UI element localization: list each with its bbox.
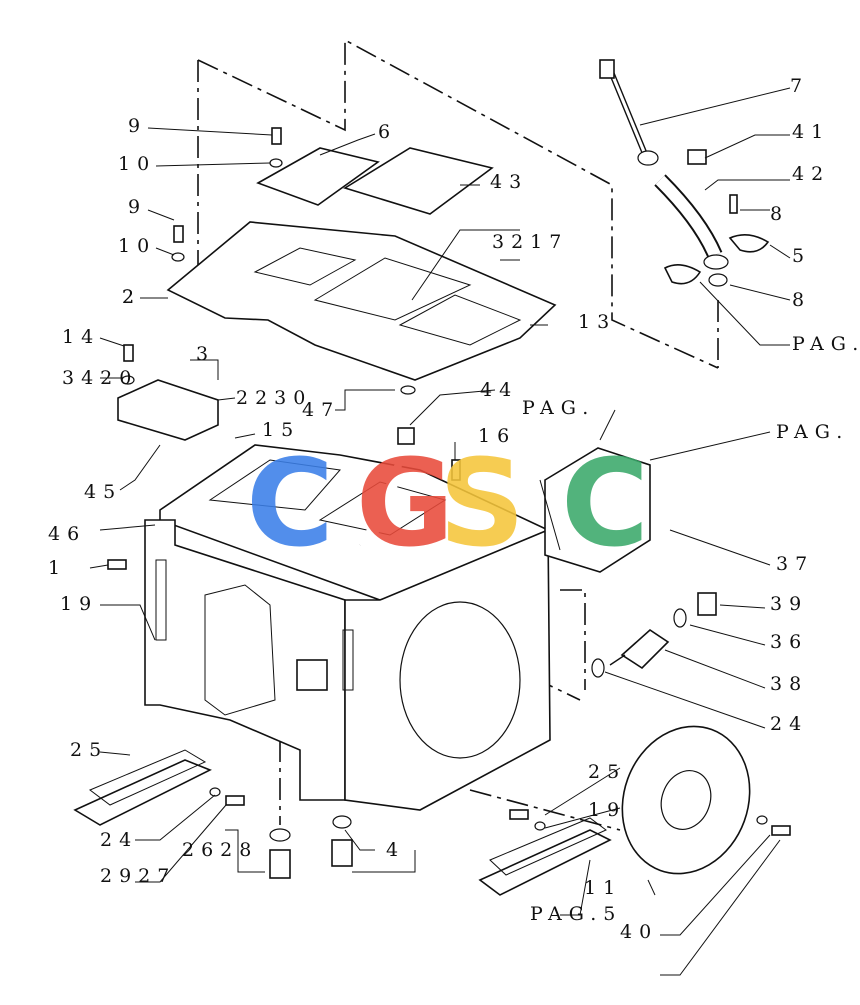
leader-lines [89,87,791,976]
plug-26 [269,828,291,879]
callout-42: 19 [588,799,626,821]
callout-4: 2 [122,286,141,308]
plug-37 [697,592,717,616]
seal-strip-19-left [73,749,212,826]
bolts [107,127,791,836]
cover-plate-6 [256,147,380,206]
callout-39: 38 [770,673,808,695]
cover-plate-43 [343,147,494,215]
main-top-cover [166,221,557,381]
callout-10: 14 [62,326,100,348]
callout-40: 24 [770,713,808,735]
callout-12: 3 [196,343,215,365]
watermark-letter-0: C [246,435,334,574]
callout-13: 2230 [236,387,312,409]
callout-27: 7 [790,75,809,97]
pipe-47 [359,427,415,547]
callout-34: PAG. [522,397,595,419]
callout-36: 37 [776,553,814,575]
callout-37: 39 [770,593,808,615]
callout-26: 4 [386,839,405,861]
callout-1: 10 [118,153,156,175]
callout-23: 24 [100,829,138,851]
watermark-letter-2: S [439,435,525,574]
callout-18: 45 [84,481,122,503]
callout-20: 1 [48,557,67,579]
dipstick-4 [599,59,659,166]
callout-15: 44 [480,379,518,401]
callout-33: PAG.6 [792,333,860,355]
bracket-3 [117,379,219,441]
callout-32: 8 [792,289,811,311]
filler-tube-41 [654,149,770,287]
callout-31: 5 [792,245,811,267]
shaft-36 [609,628,670,670]
callout-28: 41 [792,121,830,143]
callout-2: 9 [128,196,147,218]
callout-0: 9 [128,115,147,137]
callout-30: 8 [770,203,789,225]
callout-14: 47 [302,399,340,421]
callout-24: 2628 [182,839,258,861]
callout-11: 3420 [62,367,138,389]
watermark-letter-1: G [356,435,455,574]
callout-21: 19 [60,593,98,615]
brake-disc [621,725,751,875]
transmission-housing [144,444,551,811]
plug-27 [331,815,353,867]
callout-41: 25 [588,761,626,783]
callout-17: 15 [262,419,300,441]
callout-3: 10 [118,235,156,257]
watermark-letter-3: C [561,435,649,574]
callout-44: 11 [584,877,622,899]
callout-45: 40 [620,921,658,943]
callout-7: 3217 [492,231,568,253]
ring-38 [591,658,605,678]
ring-39 [673,608,687,628]
callout-16: 16 [478,425,516,447]
callout-29: 42 [792,163,830,185]
callout-19: 46 [48,523,86,545]
callout-8: 2 [122,286,141,308]
callout-43: PAG.5 [530,903,622,925]
callout-22: 25 [70,739,108,761]
callout-5: 6 [378,121,397,143]
callout-25: 2927 [100,865,176,887]
side-assembly [539,447,651,573]
callout-labels: 9109102643321721314342032230474416154546… [48,75,860,943]
callout-35: PAG. [776,421,849,443]
callout-9: 13 [578,311,616,333]
seal-strip-19-right [478,817,612,896]
callout-38: 36 [770,631,808,653]
callout-6: 43 [490,171,528,193]
